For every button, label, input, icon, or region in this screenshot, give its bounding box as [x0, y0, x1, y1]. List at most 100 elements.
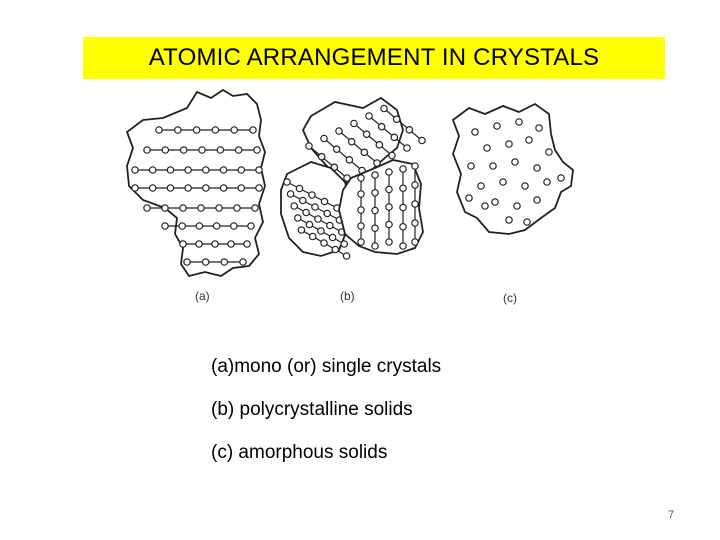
- atom: [371, 206, 379, 215]
- atom: [399, 222, 407, 231]
- atom: [233, 204, 241, 212]
- atom: [161, 222, 169, 230]
- atom: [399, 165, 407, 173]
- atom: [557, 174, 565, 182]
- atom: [385, 203, 393, 211]
- title-banner: ATOMIC ARRANGEMENT IN CRYSTALS: [83, 37, 665, 79]
- atom: [375, 141, 384, 149]
- atom: [345, 156, 354, 164]
- crystal-diagram-svg: (a) (b) (c): [125, 88, 574, 305]
- atom: [411, 238, 419, 246]
- atom: [131, 166, 139, 174]
- caption-amorphous: (c) amorphous solids: [211, 442, 388, 463]
- caption-polycrystalline: (b) polycrystalline solids: [211, 399, 413, 420]
- atom: [335, 127, 343, 135]
- atom: [305, 220, 314, 229]
- atom: [184, 166, 192, 174]
- lattice-line: [308, 145, 348, 179]
- atom: [525, 136, 533, 144]
- figure-label-a: (a): [195, 289, 210, 303]
- atom: [143, 204, 151, 212]
- atom: [489, 162, 497, 170]
- atom: [286, 190, 295, 198]
- atom: [311, 203, 319, 211]
- atom: [198, 146, 206, 154]
- atom: [237, 166, 246, 174]
- lattice-line: [338, 130, 378, 164]
- atom: [362, 130, 371, 138]
- atom: [251, 204, 259, 212]
- atom: [308, 191, 316, 199]
- atom: [499, 178, 507, 186]
- atom: [392, 115, 401, 123]
- atom: [371, 242, 379, 250]
- atom: [255, 184, 263, 192]
- atom: [290, 202, 299, 210]
- atom: [533, 164, 541, 172]
- atom: [405, 126, 414, 134]
- atom: [481, 202, 489, 210]
- atom: [302, 208, 310, 217]
- atom: [161, 146, 170, 154]
- atom: [178, 222, 187, 230]
- atom: [148, 166, 157, 174]
- atom: [230, 126, 239, 134]
- atom: [543, 178, 551, 186]
- atom: [350, 119, 358, 128]
- atom: [295, 184, 304, 193]
- lattice-line: [368, 115, 408, 149]
- atom: [533, 196, 541, 204]
- atom: [239, 258, 247, 266]
- atom: [184, 184, 192, 192]
- figure-label-b: (b): [340, 289, 355, 303]
- grain-right-outline: [338, 159, 424, 255]
- atom: [385, 220, 393, 229]
- atom: [237, 184, 246, 192]
- atom: [253, 146, 261, 154]
- atom: [411, 219, 419, 227]
- atom: [148, 184, 157, 192]
- atom: [320, 134, 328, 143]
- atom: [380, 104, 388, 113]
- atom: [471, 128, 479, 136]
- atom: [202, 166, 210, 174]
- atom: [357, 174, 365, 182]
- atom: [195, 240, 203, 248]
- atom: [385, 185, 393, 194]
- atom: [227, 240, 235, 248]
- atom: [255, 166, 263, 174]
- atom: [385, 168, 393, 176]
- atom: [377, 122, 386, 131]
- atom: [523, 218, 531, 226]
- atom: [515, 118, 523, 126]
- atom: [243, 240, 251, 248]
- atom: [299, 196, 307, 205]
- atom: [317, 152, 326, 161]
- atom: [197, 204, 205, 212]
- atom: [192, 126, 201, 134]
- atom: [308, 232, 317, 241]
- atom: [179, 146, 188, 154]
- atom: [399, 242, 407, 250]
- crystal-diagram: (a) (b) (c): [125, 82, 595, 318]
- atom: [331, 245, 340, 254]
- atom: [332, 145, 341, 153]
- atom: [411, 181, 419, 189]
- atom: [283, 178, 291, 186]
- atom: [166, 166, 175, 174]
- atom: [505, 216, 513, 224]
- atom: [202, 184, 210, 192]
- atom: [161, 204, 169, 212]
- atom: [317, 227, 325, 235]
- atom: [411, 162, 419, 170]
- atom: [535, 124, 543, 132]
- atom: [305, 142, 313, 150]
- atom: [212, 222, 221, 230]
- atom: [390, 133, 399, 142]
- atom: [249, 126, 257, 134]
- atom: [357, 206, 365, 214]
- atom: [342, 252, 351, 260]
- atom: [411, 200, 419, 208]
- atom: [234, 146, 243, 154]
- atom: [388, 151, 396, 160]
